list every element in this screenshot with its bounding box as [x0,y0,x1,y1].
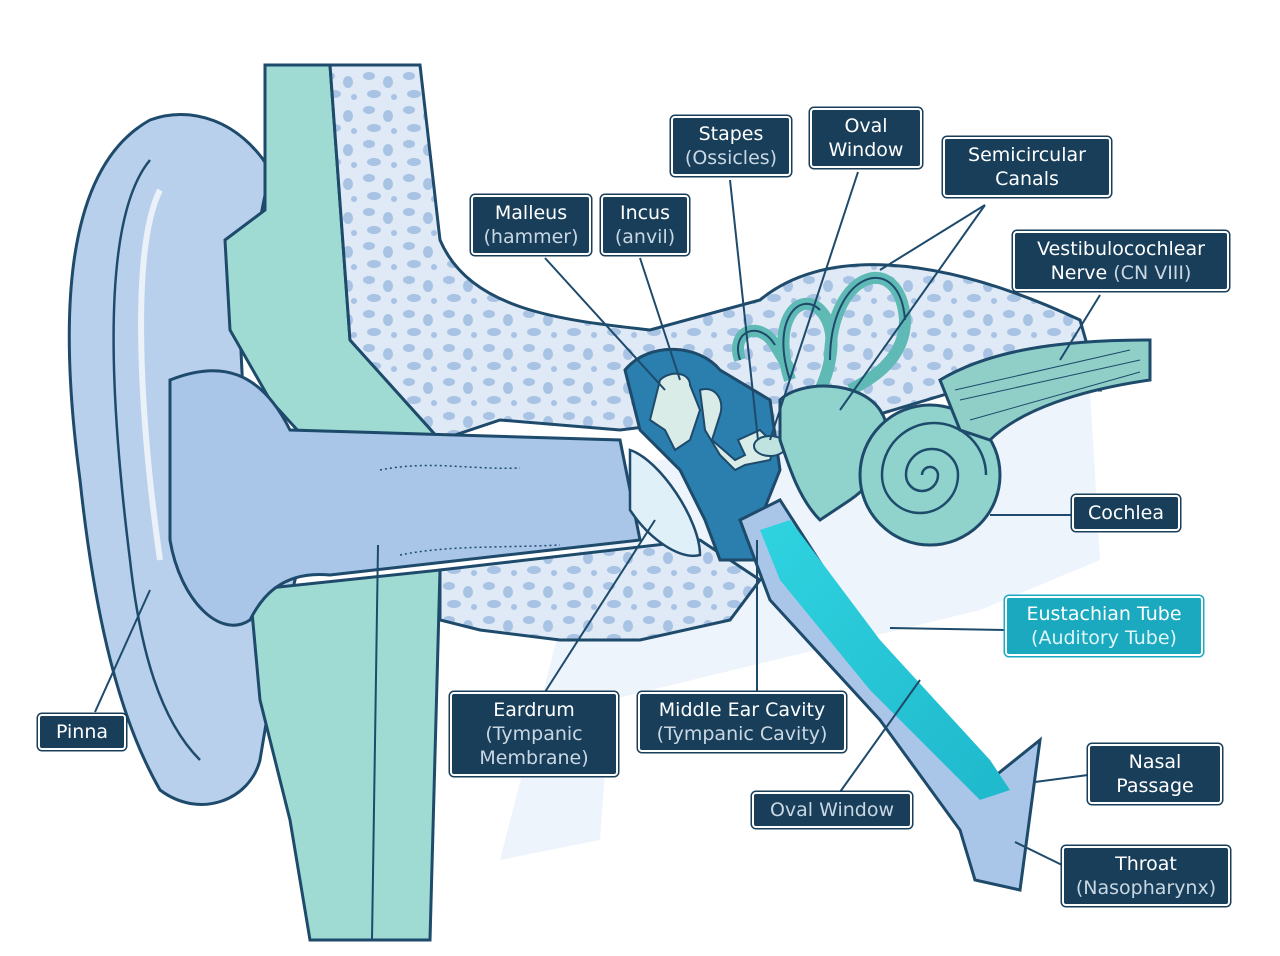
label-stapes: Stapes (Ossicles) [671,116,791,176]
label-nasal-passage: Nasal Passage [1088,744,1222,804]
cochlea-spiral [880,421,988,515]
skin-wall-lower [248,568,442,942]
label-semicircular-canals: Semicircular Canals [943,137,1111,197]
label-throat: Throat (Nasopharynx) [1062,846,1230,906]
canal-hairs [379,464,561,556]
leader-lines [94,171,1101,941]
label-vestibulocochlear-nerve: Vestibulocochlear Nerve (CN VIII) [1013,231,1229,291]
nerve-fibers [954,349,1141,421]
label-middle-ear-cavity: Middle Ear Cavity (Tympanic Cavity) [638,692,846,752]
eardrum-shape [628,448,702,558]
label-pinna: Pinna [38,714,126,750]
nerve-shape [938,338,1152,442]
label-eustachian-tube: Eustachian Tube (Auditory Tube) [1005,596,1203,656]
pinna-helix [138,188,163,561]
label-oval-window-top: Oval Window [810,108,922,168]
label-oval-window-bottom: Oval Window [752,792,912,828]
ear-canal [168,369,642,627]
label-eardrum: Eardrum (Tympanic Membrane) [450,692,618,776]
label-malleus: Malleus (hammer) [471,195,591,255]
eustachian-tube-inner [760,520,1010,800]
pinna-inner-fold [112,159,201,761]
label-incus: Incus (anvil) [601,195,689,255]
label-cochlea: Cochlea [1072,495,1180,531]
semicircular-outline [737,277,906,381]
malleus-shape [648,372,702,452]
